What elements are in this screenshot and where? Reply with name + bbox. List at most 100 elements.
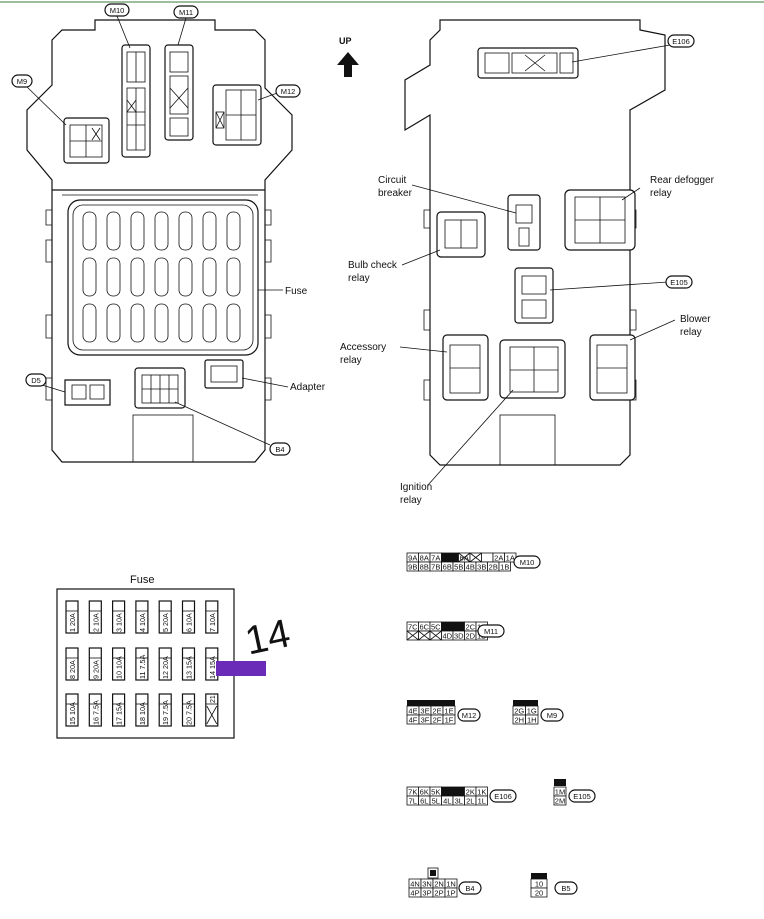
fuse-number-rating: 16 7.5A	[91, 700, 100, 725]
fuse-slot	[106, 303, 121, 343]
pin-label: 2N	[434, 879, 444, 888]
pin-label: 1L	[478, 796, 486, 805]
pinout-tag-m10: M10	[513, 555, 541, 569]
left-leaders	[24, 15, 289, 446]
fuse-slot	[226, 211, 241, 251]
fuse-number-rating: 20 7.5A	[185, 700, 194, 725]
blower-label-1: Blower	[680, 314, 711, 325]
fuse-2: 2 10A	[88, 600, 102, 634]
fuse-6: 6 10A	[181, 600, 196, 634]
fuse-8: 8 20A	[65, 647, 79, 681]
pin-label: 2A	[494, 553, 503, 562]
pin-label: 3E	[420, 706, 429, 715]
fuse-number-rating: 15 10A	[68, 702, 77, 725]
pinout-tag-m11: M11	[477, 624, 505, 638]
fuse-number-rating: 5 20A	[161, 613, 170, 632]
pinout-tag-label: M10	[520, 558, 535, 567]
right-leaders	[399, 44, 676, 486]
tag-label-m9: M9	[17, 77, 27, 86]
pinout-tag-label: B4	[465, 884, 474, 893]
blower-label-2: relay	[680, 327, 702, 338]
pin-label: 6C	[419, 622, 429, 631]
fuse-slot	[178, 257, 193, 297]
pin-label: 10	[535, 879, 543, 888]
pinout-tag-e106: E106	[489, 789, 517, 803]
pin-label: 6L	[420, 796, 428, 805]
left-fuse-block	[26, 19, 293, 463]
pin-label: 1F	[445, 715, 454, 724]
pin-label: 2E	[432, 706, 441, 715]
pin-label: 7C	[408, 622, 418, 631]
pin-label: 2P	[434, 888, 443, 897]
pinout-tag-b4: B4	[458, 881, 482, 895]
fuse-17: 17 15A	[111, 693, 126, 727]
tag-label-m12: M12	[281, 87, 296, 96]
fuse-slot	[130, 257, 145, 297]
pin-label: 3P	[422, 888, 431, 897]
fuse-12: 12 20A	[158, 647, 172, 681]
pin-label: 4P	[410, 888, 419, 897]
fuse-number-rating: 14 15A	[208, 656, 217, 679]
fuse-slot	[202, 211, 217, 251]
fuse-18: 18 10A	[135, 693, 149, 727]
pin-label: 9A	[408, 553, 417, 562]
fuse-number-rating: 11 7.5A	[138, 655, 147, 679]
pin-label: 6A	[460, 553, 469, 562]
pin-label: 8B	[420, 562, 429, 571]
pin-label: 3D	[454, 631, 464, 640]
pin-label: 6K	[420, 787, 429, 796]
rear-defogger-label-2: relay	[650, 188, 672, 199]
pin-label: 1K	[477, 787, 486, 796]
tag-d5: D5	[25, 373, 47, 387]
fuse-slot	[154, 303, 169, 343]
pin-label: 2K	[466, 787, 475, 796]
tag-label-d5: D5	[31, 376, 41, 385]
fuse-slot	[130, 211, 145, 251]
tag-b4: B4	[269, 442, 291, 456]
pinout-tag-label: M12	[462, 711, 477, 720]
pin-label: 1G	[527, 706, 537, 715]
tag-m11: M11	[173, 5, 199, 19]
circuit-breaker-label-2: breaker	[378, 188, 413, 199]
fuse-number-rating: 6 10A	[185, 613, 194, 632]
pinout-tag-m9: M9	[540, 708, 564, 722]
fuse-slot	[82, 303, 97, 343]
tag-m9: M9	[11, 74, 33, 88]
fuse-slot	[154, 257, 169, 297]
pin-label: 4N	[410, 879, 420, 888]
tag-e105: E105	[665, 275, 693, 289]
fuse-11: 11 7.5A	[135, 647, 149, 681]
pinout-tag-b5: B5	[554, 881, 578, 895]
tag-m10: M10	[104, 3, 130, 17]
pin-label: 7B	[431, 562, 440, 571]
fuse-slot	[106, 211, 121, 251]
adapter-label: Adapter	[290, 382, 326, 393]
pin-label: 7K	[408, 787, 417, 796]
fuse-16: 16 7.5A	[88, 693, 102, 727]
ignition-label-2: relay	[400, 495, 422, 506]
fuse-number-rating: 17 15A	[115, 702, 124, 725]
pin-label: 4F	[409, 715, 418, 724]
fuse-label: Fuse	[285, 286, 308, 297]
fuse-14-highlight	[216, 661, 266, 676]
pin-label: 1N	[446, 879, 456, 888]
ignition-label-1: Ignition	[400, 482, 432, 493]
up-label: UP	[339, 36, 352, 46]
tag-label-e105: E105	[670, 278, 688, 287]
fuse-15: 15 10A	[65, 693, 79, 727]
fuse-slot	[226, 257, 241, 297]
fuse-slot	[226, 303, 241, 343]
bulb-check-label-1: Bulb check	[348, 260, 398, 271]
pinout-tag-label: B5	[561, 884, 570, 893]
tag-label-m11: M11	[179, 8, 193, 17]
fuse-slot	[130, 303, 145, 343]
pin-label: 20	[535, 888, 543, 897]
pin-label: 4E	[408, 706, 417, 715]
fuse-number-rating: 10 10A	[115, 656, 124, 679]
fuse-20: 20 7.5A	[181, 693, 196, 727]
